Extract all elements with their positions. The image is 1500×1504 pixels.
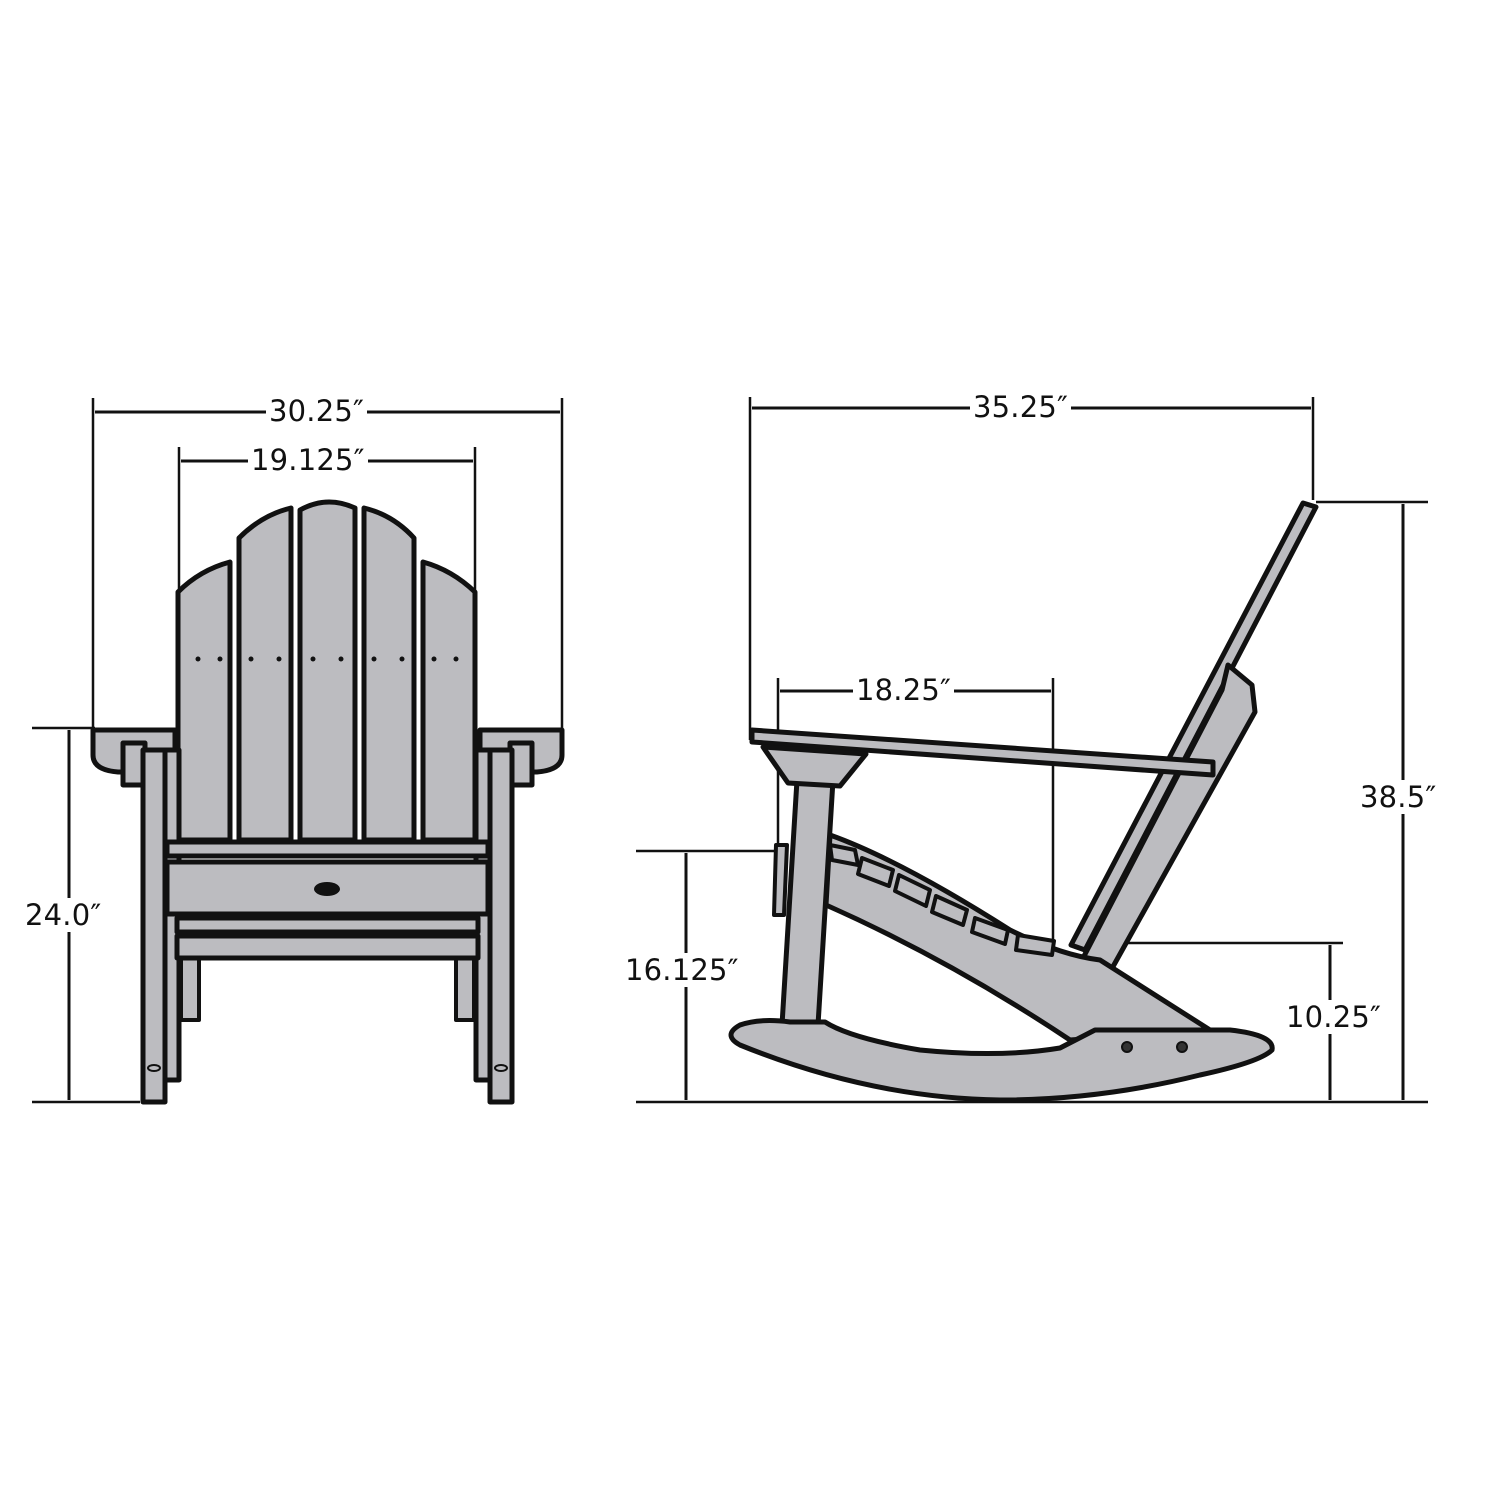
- logo-badge: [314, 882, 340, 896]
- side-dimension-lines: [636, 397, 1428, 1104]
- dim-arm-height: 24.0″: [22, 898, 105, 932]
- seat-slats: [828, 843, 1056, 957]
- side-armrest: [749, 727, 1216, 789]
- dim-front-seat-height: 16.125″: [622, 953, 742, 987]
- dim-back-width: 19.125″: [248, 443, 368, 477]
- dim-seat-depth: 18.25″: [853, 673, 955, 707]
- side-seat-frame: [823, 832, 1213, 1043]
- rocker-bolt: [1176, 1041, 1188, 1053]
- slat-screw-dots: [195, 656, 459, 662]
- dim-overall-depth: 35.25″: [970, 390, 1072, 424]
- dim-rear-seat-height: 10.25″: [1283, 1000, 1385, 1034]
- side-backrest: [1068, 500, 1319, 975]
- rocker-bolt: [1121, 1041, 1133, 1053]
- front-view: [32, 398, 565, 1105]
- dim-overall-width: 30.25″: [266, 394, 368, 428]
- side-front-leg: [772, 777, 836, 1028]
- dim-overall-height: 38.5″: [1357, 780, 1440, 814]
- rocker: [728, 1018, 1275, 1103]
- seat-apron: [164, 839, 491, 961]
- back-slats: [175, 499, 478, 843]
- side-view: [636, 397, 1428, 1104]
